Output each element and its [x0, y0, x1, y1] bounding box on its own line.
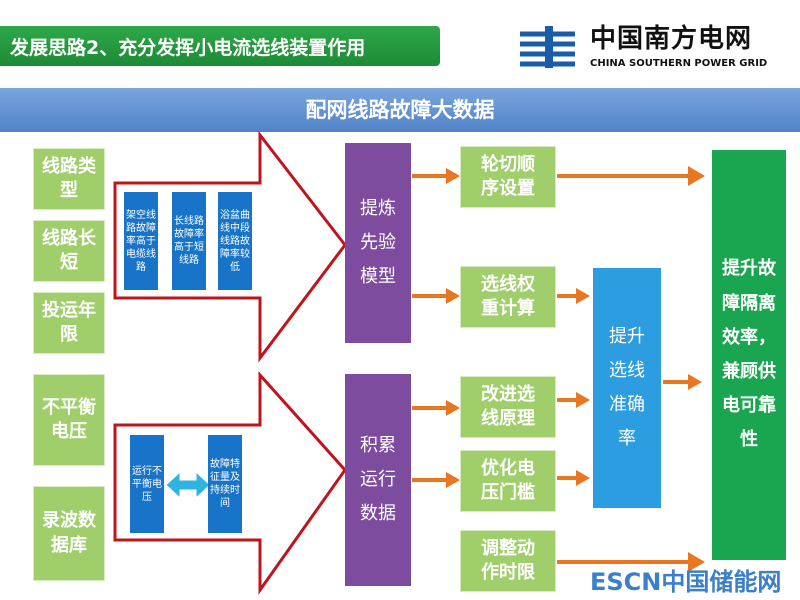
left-item-unbalanced-voltage: 不平衡电压 [33, 374, 105, 466]
step-action-time: 调整动作时限 [460, 530, 556, 592]
lower-red-arrow [113, 371, 347, 595]
double-arrow-icon [165, 470, 211, 500]
banner-title: 配网线路故障大数据 [0, 88, 800, 132]
left-item-service-years: 投运年限 [33, 292, 105, 354]
note-unbalanced-voltage: 运行不平衡电压 [130, 435, 164, 533]
left-item-line-length: 线路长短 [33, 220, 105, 282]
left-item-line-type: 线路类型 [33, 148, 105, 210]
orange-arrows [412, 166, 705, 572]
step-weight-calc: 选线权重计算 [460, 266, 556, 328]
final-result-box: 提升故障隔离效率，兼顾供电可靠性 [712, 150, 786, 560]
csg-logo-icon [520, 26, 575, 68]
logo-text: 中国南方电网 [590, 24, 753, 54]
left-item-recording-database: 录波数据库 [33, 486, 105, 581]
note-long-line: 长线路故障率高于短线路 [172, 192, 206, 290]
note-overhead-line: 架空线路故障率高于电缆线路 [124, 192, 158, 290]
slide-title: 发展思路2、充分发挥小电流选线装置作用 [0, 26, 440, 66]
accuracy-result-box: 提升选线准确率 [593, 268, 661, 508]
step-rotation-order: 轮切顺序设置 [460, 146, 556, 208]
step-improve-principle: 改进选线原理 [460, 376, 556, 438]
watermark: ESCN中国储能网 [590, 568, 782, 596]
prior-model-box: 提炼先验模型 [345, 143, 411, 343]
logo-subtext: CHINA SOUTHERN POWER GRID [590, 58, 768, 69]
operation-data-box: 积累运行数据 [345, 374, 411, 586]
note-fault-features: 故障特征量及持续时间 [208, 435, 242, 533]
step-voltage-threshold: 优化电压门槛 [460, 450, 556, 512]
note-bathtub-curve: 浴盆曲线中段线路故障率较低 [218, 192, 252, 290]
upper-red-arrow [113, 130, 347, 363]
